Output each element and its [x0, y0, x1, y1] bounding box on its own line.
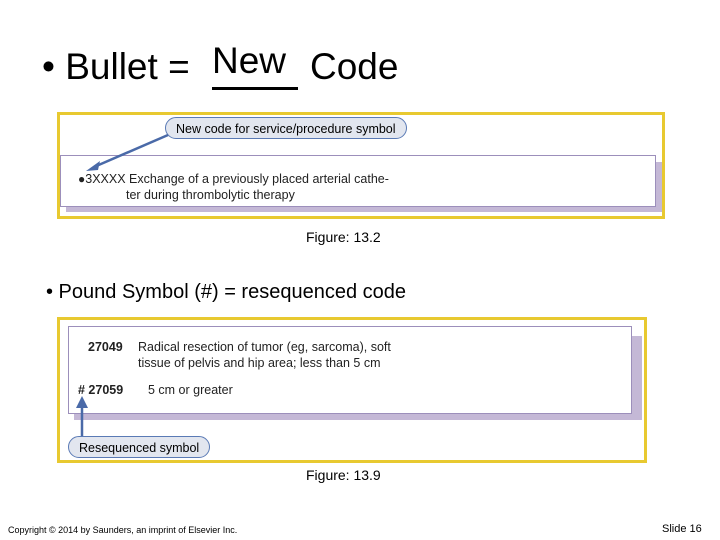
callout-arrow-icon [86, 133, 169, 171]
figure-13-2-panel [60, 155, 656, 207]
slide-title: • Bullet = New Code [42, 40, 398, 94]
figure-13-9-caption: Figure: 13.9 [306, 467, 381, 483]
figure-13-2-entry: ●3XXXX Exchange of a previously placed a… [78, 171, 438, 203]
new-code-callout: New code for service/procedure symbol [165, 117, 407, 139]
figure-13-9: 27049 Radical resection of tumor (eg, sa… [57, 317, 647, 463]
row2-code: # 27059 [78, 383, 124, 397]
row1-desc-line-1: Radical resection of tumor (eg, sarcoma)… [138, 340, 391, 354]
title-prefix: • Bullet = [42, 46, 190, 87]
slide-number: Slide 16 [662, 523, 702, 535]
title-blank-underline [212, 87, 298, 90]
figure-13-2: ●3XXXX Exchange of a previously placed a… [57, 112, 665, 219]
bullet-pound-symbol: • Pound Symbol (#) = resequenced code [46, 281, 406, 303]
row2-desc: 5 cm or greater [148, 383, 233, 397]
figure-13-9-panel [68, 326, 632, 414]
entry-line-1: 3XXXX Exchange of a previously placed ar… [85, 172, 389, 186]
resequenced-callout: Resequenced symbol [68, 436, 211, 458]
copyright-text: Copyright © 2014 by Saunders, an imprint… [8, 525, 238, 535]
row1-desc: Radical resection of tumor (eg, sarcoma)… [138, 339, 391, 371]
row1-code: 27049 [88, 340, 123, 354]
figure-13-2-caption: Figure: 13.2 [306, 229, 381, 245]
resequenced-arrow-icon [76, 396, 88, 436]
new-code-bullet-icon: ● [78, 172, 86, 186]
title-blank-word: New [212, 40, 287, 81]
title-suffix: Code [310, 46, 399, 87]
row1-desc-line-2: tissue of pelvis and hip area; less than… [138, 356, 381, 370]
entry-line-2: ter during thrombolytic therapy [126, 188, 295, 202]
